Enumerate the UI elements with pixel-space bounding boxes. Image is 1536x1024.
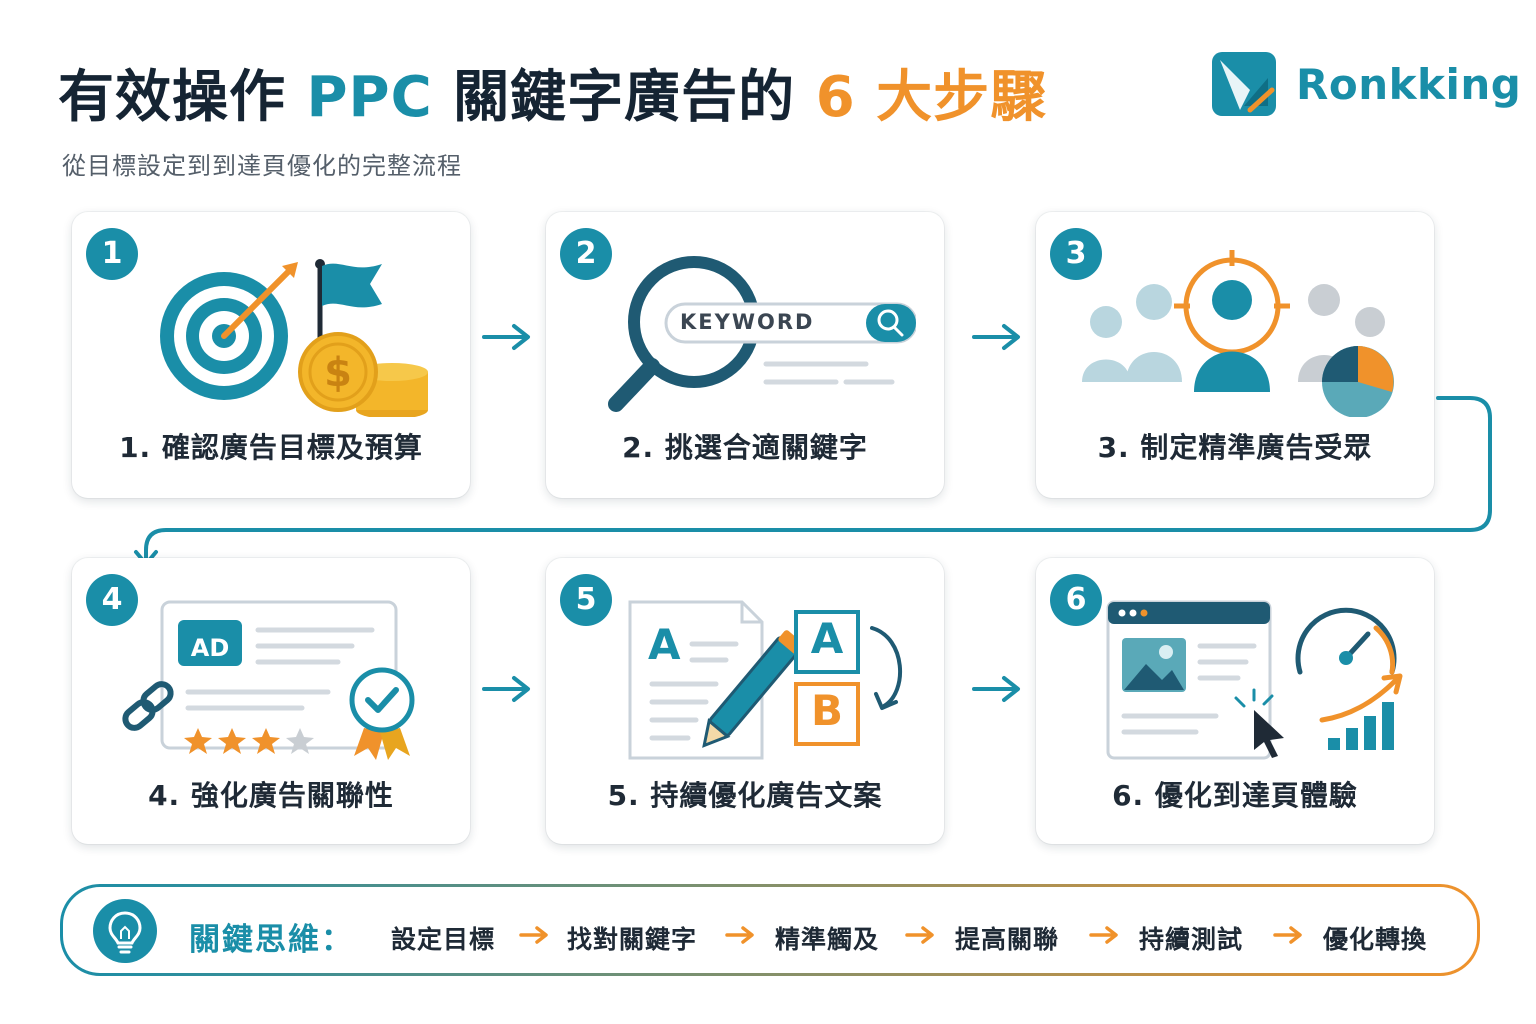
flow-item-1: 設定目標 (391, 925, 496, 954)
step-card-4: 4 AD 4. 強化廣告關聯性 (72, 558, 470, 844)
step-label-1: 1. 確認廣告目標及預算 (119, 431, 423, 464)
key-thinking-banner: 關鍵思維： 設定目標 找對關鍵字 精準觸及 提高關聯 持續測試 優化轉換 (60, 884, 1480, 976)
key-thinking-label: 關鍵思維： (189, 922, 354, 958)
step-card-1: 1 $ 1. 確認廣告目標及預算 (72, 212, 470, 498)
variant-b-letter: B (810, 686, 843, 735)
flow-item-2: 找對關鍵字 (567, 925, 698, 954)
step-card-5: 5 A A B 5. 持續優化廣告文案 (546, 558, 944, 844)
flow-arrow-icon (519, 926, 548, 944)
step-label-2: 2. 挑選合適關鍵字 (622, 431, 868, 464)
variant-a-letter: A (810, 614, 844, 663)
page-subtitle: 從目標設定到到達頁優化的完整流程 (62, 152, 462, 180)
arrow-right-icon (972, 324, 1020, 350)
flow-arrow-icon (905, 926, 934, 944)
flow-item-4: 提高關聯 (955, 925, 1060, 954)
arrow-right-icon (482, 676, 530, 702)
landing-page-speed-icon (1106, 600, 1403, 760)
copy-a-letter: A (648, 620, 681, 669)
title-text-2: 關鍵字廣告的 (432, 65, 816, 130)
title-six: 6 (815, 65, 856, 130)
svg-text:$: $ (324, 350, 352, 396)
step-card-6: 6 6. 優化到達頁體驗 (1036, 558, 1434, 844)
ad-label: AD (190, 634, 230, 662)
title-ppc: PPC (306, 65, 433, 130)
step-badge-2: 2 (560, 228, 612, 280)
flow-arrow-icon (1089, 926, 1118, 944)
target-flag-coins-icon: $ (160, 259, 428, 417)
step-card-2: 2 KEYWORD 2. 挑選合適關鍵字 (546, 212, 944, 498)
arrow-right-icon (482, 324, 530, 350)
step-badge-5: 5 (560, 574, 612, 626)
step-card-3: 3 3. 制定精準廣告受眾 (1036, 212, 1434, 498)
ad-relevance-icon (122, 600, 415, 760)
flow-item-6: 優化轉換 (1323, 925, 1428, 954)
step-label-5: 5. 持續優化廣告文案 (607, 779, 883, 812)
keyword-search-icon (608, 256, 916, 412)
lightbulb-icon (93, 899, 157, 963)
audience-target-icon (1082, 250, 1394, 417)
step-label-4: 4. 強化廣告關聯性 (148, 779, 394, 812)
step-badge-3: 3 (1050, 228, 1102, 280)
flow-arrow-icon (1273, 926, 1302, 944)
title-text-3: 大步驟 (855, 65, 1048, 130)
step-badge-6: 6 (1050, 574, 1102, 626)
step-label-3: 3. 制定精準廣告受眾 (1097, 431, 1373, 464)
step-badge-1: 1 (86, 228, 138, 280)
brand-mark-icon (1212, 52, 1276, 116)
page-title: 有效操作 PPC 關鍵字廣告的 6 大步驟 (58, 52, 1047, 133)
flow-arrow-icon (725, 926, 754, 944)
title-text-1: 有效操作 (58, 65, 307, 130)
flow-item-3: 精準觸及 (775, 925, 880, 954)
step-label-6: 6. 優化到達頁體驗 (1112, 779, 1358, 812)
flow-item-5: 持續測試 (1139, 925, 1244, 954)
arrow-right-icon (972, 676, 1020, 702)
keyword-text: KEYWORD (680, 310, 815, 334)
step-badge-4: 4 (86, 574, 138, 626)
row-connector-arrow (134, 396, 1492, 566)
ab-copy-icon (628, 600, 903, 760)
brand-logo: Ronkking (1210, 50, 1521, 122)
brand-wordmark: Ronkking (1296, 60, 1522, 109)
